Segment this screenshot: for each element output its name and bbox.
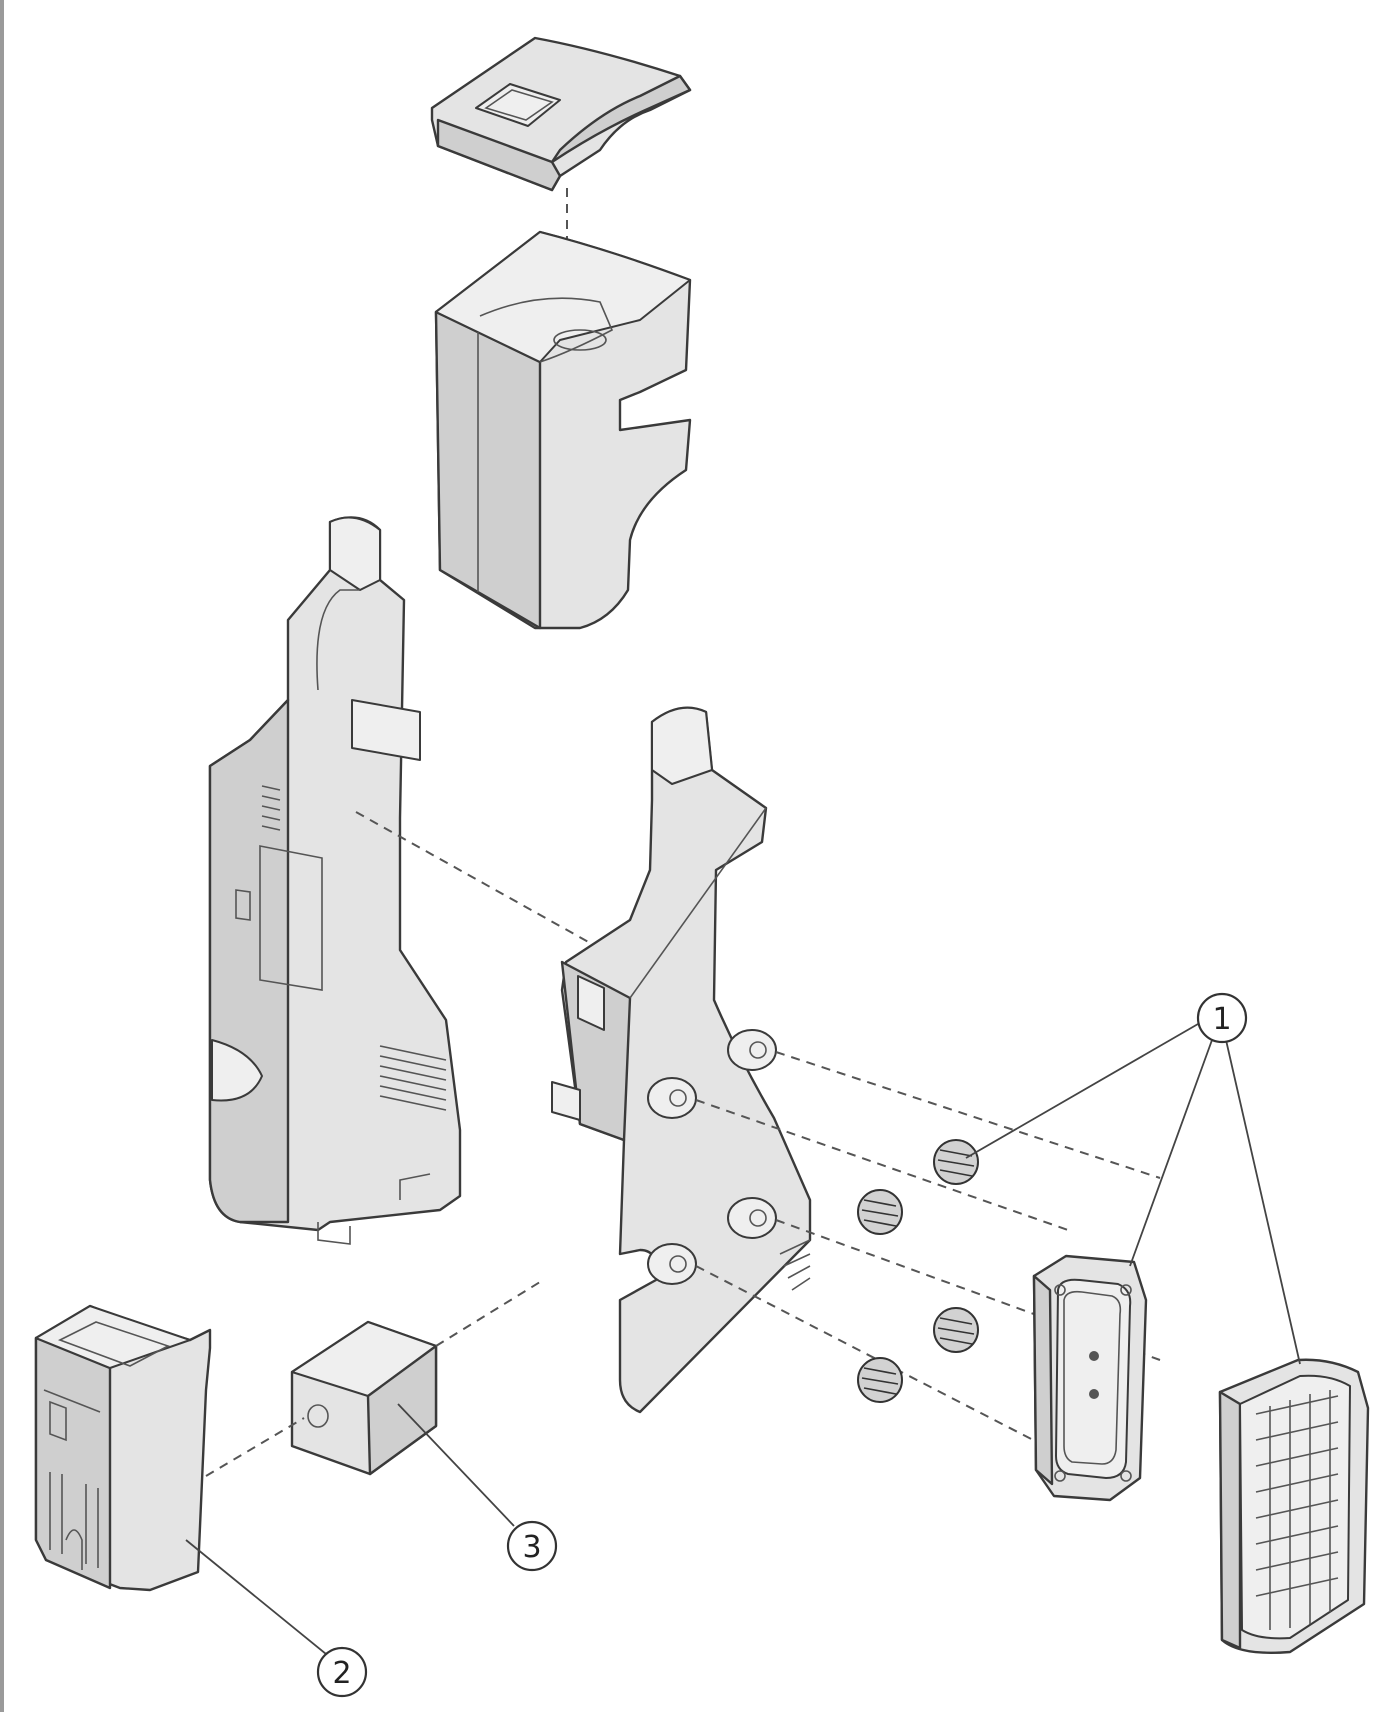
callout-1-label: 1 xyxy=(1212,1002,1231,1037)
screw-3 xyxy=(933,1307,979,1353)
boss-4 xyxy=(647,1243,697,1285)
block-dash-lower xyxy=(205,1417,305,1477)
boss-3 xyxy=(727,1197,777,1239)
callout-2-label: 2 xyxy=(332,1656,351,1691)
leader-2 xyxy=(185,1539,327,1655)
housing-alignment-dash xyxy=(355,811,593,945)
upper-housing-part xyxy=(434,230,692,630)
screw-dash-1 xyxy=(775,1051,1161,1179)
block-dash-upper xyxy=(435,1281,541,1347)
leader-3 xyxy=(397,1403,515,1527)
callout-1: 1 xyxy=(1196,992,1248,1044)
gasket-frame-part xyxy=(1032,1254,1148,1502)
boss-2 xyxy=(647,1077,697,1119)
top-lid-part xyxy=(430,36,692,192)
leader-1a xyxy=(965,1023,1199,1159)
screw-1 xyxy=(933,1139,979,1185)
callout-3: 3 xyxy=(506,1520,558,1572)
callout-2: 2 xyxy=(316,1646,368,1698)
small-block-part xyxy=(290,1320,438,1476)
screw-2 xyxy=(857,1189,903,1235)
left-housing-part xyxy=(208,516,462,1245)
leader-1c xyxy=(1225,1039,1301,1365)
boss-1 xyxy=(727,1029,777,1071)
leader-1b xyxy=(1129,1039,1213,1267)
right-housing-part xyxy=(551,706,812,1414)
battery-clip-part xyxy=(34,1304,212,1592)
connector-block-part xyxy=(1218,1358,1370,1654)
screw-4 xyxy=(857,1357,903,1403)
callout-3-label: 3 xyxy=(522,1530,541,1565)
left-border xyxy=(0,0,4,1712)
screw-dash-2 xyxy=(695,1099,1069,1231)
